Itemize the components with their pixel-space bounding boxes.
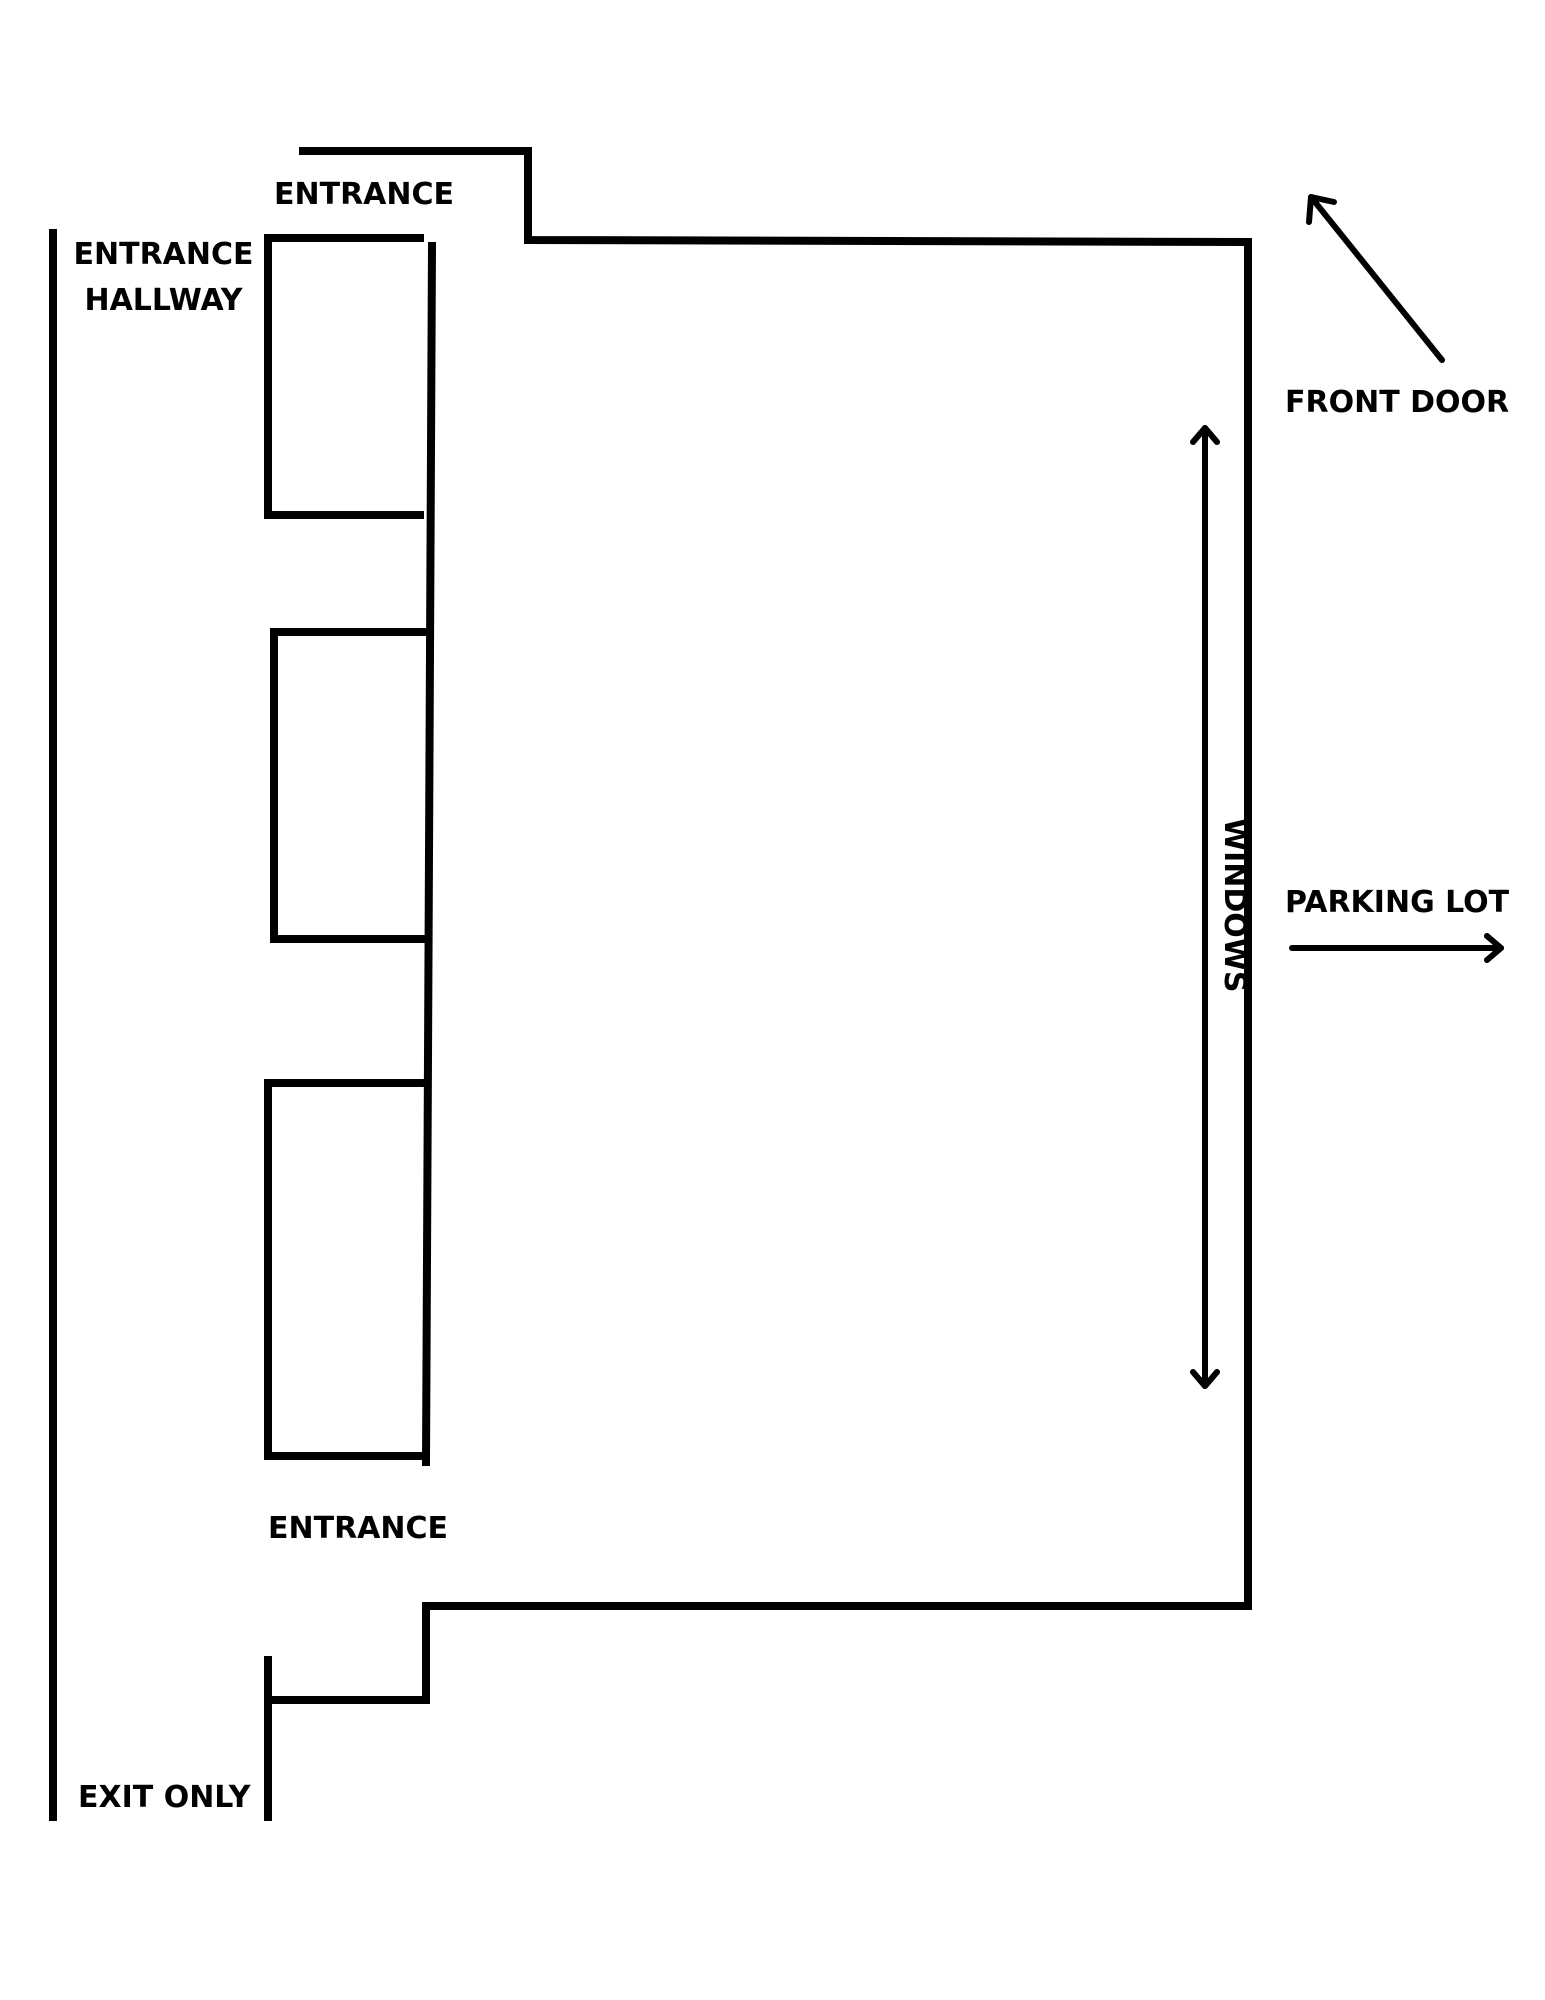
inner-wall bbox=[421, 241, 437, 1467]
entrance-top-label: ENTRANCE bbox=[274, 177, 454, 212]
windows-label: WINDOWS bbox=[1217, 818, 1252, 993]
exit-only-label: EXIT ONLY bbox=[78, 1780, 251, 1815]
entrance-bottom-label: ENTRANCE bbox=[268, 1511, 448, 1546]
entrance-hallway-line2: HALLWAY bbox=[84, 283, 243, 318]
parking-lot-label: PARKING LOT bbox=[1285, 885, 1510, 920]
bottom-wall bbox=[264, 1602, 1252, 1704]
double-arrow-vertical-icon bbox=[1190, 425, 1220, 1389]
room-1 bbox=[264, 234, 424, 519]
arrow-up-left-icon bbox=[1306, 194, 1445, 363]
entrance-hallway-label: ENTRANCE HALLWAY bbox=[66, 232, 261, 324]
front-door-label: FRONT DOOR bbox=[1285, 385, 1510, 420]
entrance-hallway-line1: ENTRANCE bbox=[73, 237, 254, 272]
room-2 bbox=[270, 628, 430, 943]
arrow-right-icon bbox=[1289, 933, 1504, 963]
room-3 bbox=[264, 1079, 430, 1460]
top-entrance-wall bbox=[299, 147, 1252, 1610]
